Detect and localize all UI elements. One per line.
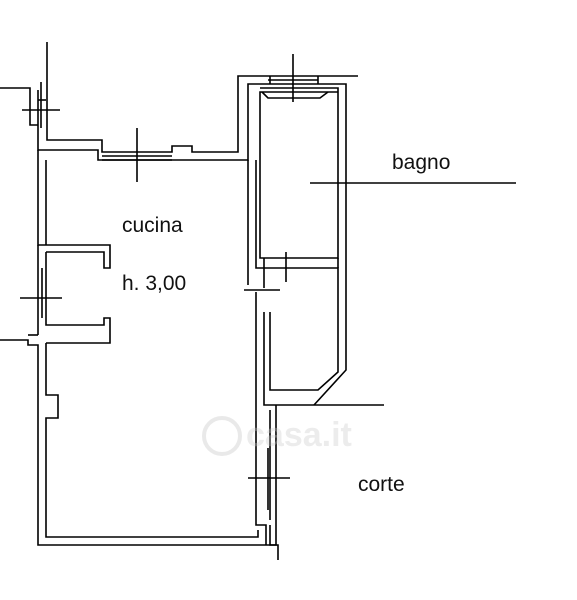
watermark-logo-icon (202, 416, 242, 456)
courtyard-label: corte (358, 473, 405, 496)
bathroom-window-detail (261, 91, 329, 99)
watermark: casa.it (246, 416, 352, 454)
marker-bathroom-window (268, 54, 318, 102)
kitchen-right-wall-lower-3 (264, 267, 339, 391)
bathroom-partition (263, 258, 339, 268)
kitchen-right-wall-lower (255, 292, 267, 545)
kitchen-label: cucina (122, 214, 183, 237)
left-top-wall (0, 87, 38, 126)
marker-left-door (20, 268, 62, 318)
left-lower-wall-inner (45, 343, 259, 538)
kitchen-right-wall-lower-2 (263, 312, 384, 406)
outer-wall-outline (46, 42, 358, 153)
kitchen-left-door-jamb-2 (45, 252, 111, 344)
left-lower-wall (0, 339, 279, 560)
kitchen-right-wall-lower-4 (269, 405, 277, 546)
marker-bath-door (244, 252, 287, 291)
ceiling-height-label: h. 3,00 (122, 272, 187, 295)
bathroom-outer (313, 94, 347, 406)
kitchen-left-wall-outer (37, 150, 111, 269)
bathroom-label: bagno (392, 151, 451, 174)
bathroom-inner (259, 87, 339, 259)
outer-wall-inner (37, 83, 347, 161)
marker-left-top (22, 82, 60, 128)
kitchen-right-wall-outer (255, 160, 265, 288)
marker-corte-door (248, 448, 290, 510)
